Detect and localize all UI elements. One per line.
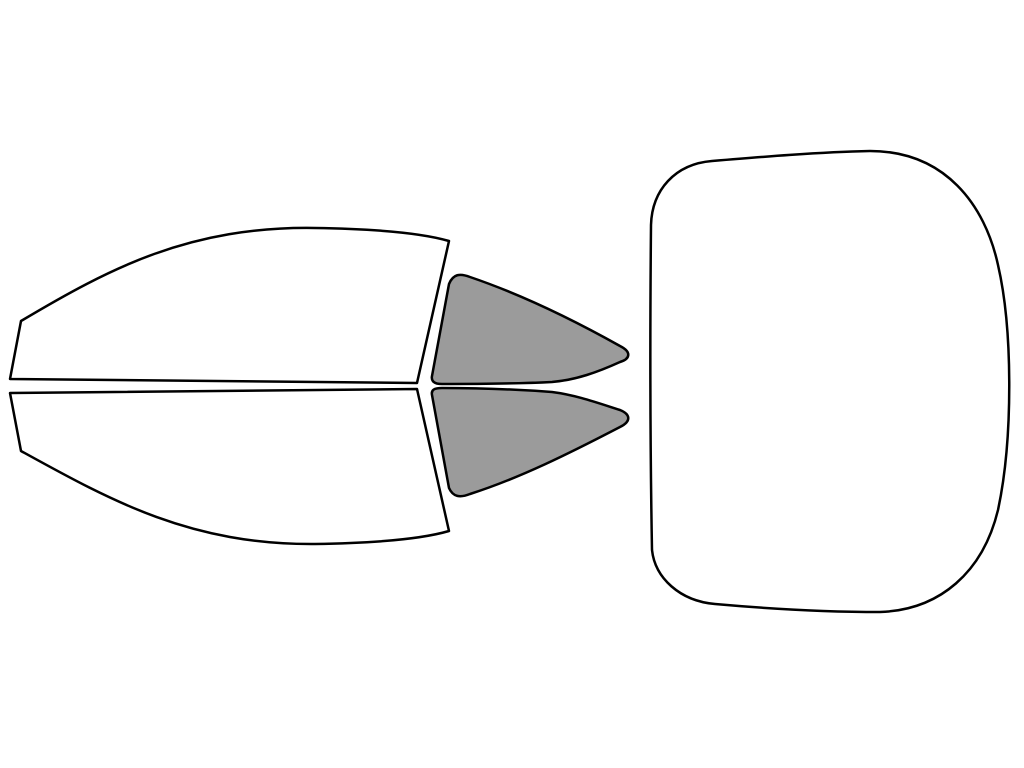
rear-windshield xyxy=(649,149,1011,614)
rear-quarter-window-upper xyxy=(430,273,630,386)
front-door-window-upper xyxy=(8,226,451,385)
front-door-window-lower xyxy=(8,387,451,546)
rear-quarter-window-lower xyxy=(430,386,630,498)
